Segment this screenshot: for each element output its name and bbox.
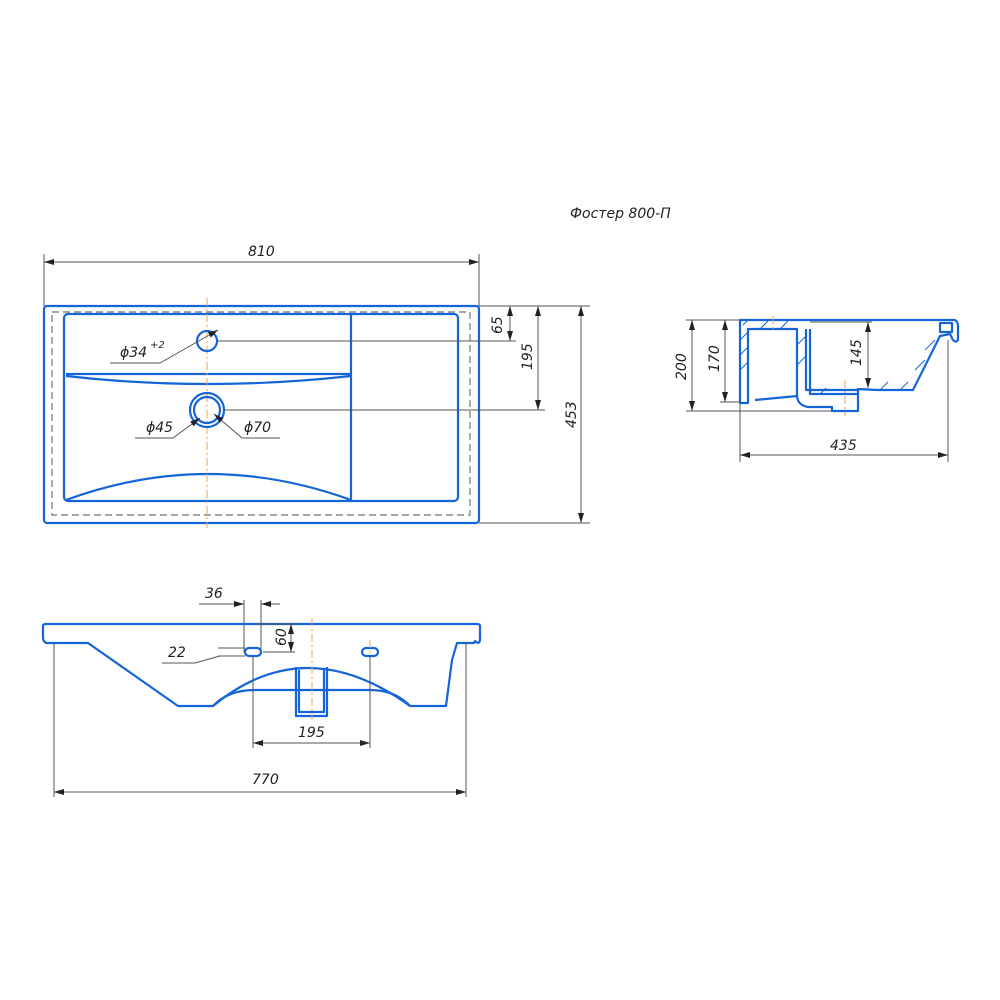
front-view: 36 60 22 195 770 [41, 586, 482, 797]
mount-slot-left [243, 646, 263, 658]
dim-depth-435: 435 [830, 438, 857, 454]
dim-width-770: 770 [252, 772, 279, 788]
hidden-edge [51, 311, 471, 516]
drain-body [294, 667, 329, 718]
countertop-outline [42, 304, 481, 525]
dim-hole-diameter: ϕ34 [120, 345, 147, 361]
dim-slot-depth-60: 60 [274, 628, 290, 646]
basin-curve [212, 666, 411, 707]
top-view: 810 65 195 453 ϕ34 +2 ϕ45 ϕ70 [42, 244, 590, 528]
dim-bowl-depth-145: 145 [849, 339, 865, 366]
drain-inner [192, 395, 222, 425]
dim-drain-outer: ϕ70 [244, 420, 271, 436]
dim-slot-length-36: 36 [205, 586, 223, 602]
dim-drain-offset: 195 [520, 343, 536, 370]
side-view: 200 170 145 435 [674, 316, 960, 462]
front-outline [41, 622, 482, 708]
dim-height-200: 200 [674, 353, 690, 380]
dim-hole-offset: 65 [490, 316, 506, 334]
dim-drain-inner: ϕ45 [146, 420, 173, 436]
basin-front-curve [65, 472, 352, 502]
dim-width-810: 810 [248, 244, 275, 260]
basin-rim [62, 312, 460, 503]
dim-depth-453: 453 [564, 401, 580, 428]
dim-slot-spacing-195: 195 [298, 725, 325, 741]
dim-hole-tolerance: +2 [150, 340, 165, 351]
dim-height-170: 170 [707, 345, 723, 372]
basin-step [65, 372, 352, 386]
section-outline [738, 318, 960, 413]
drawing-title: Фостер 800-П [570, 206, 671, 222]
dim-slot-width-22: 22 [168, 645, 186, 661]
